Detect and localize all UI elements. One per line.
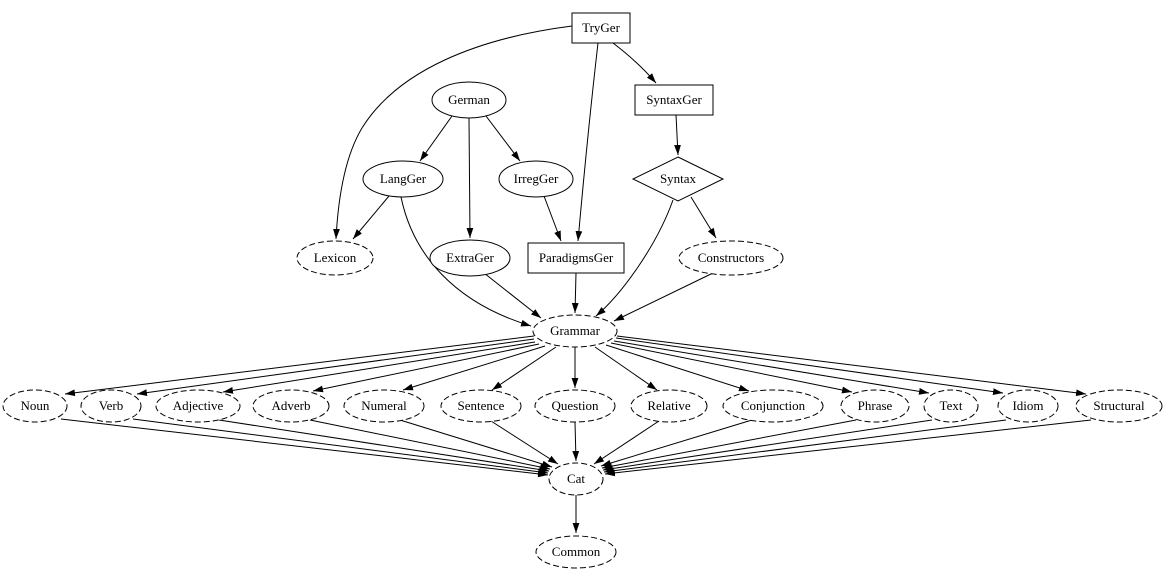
- node-sentence: Sentence: [440, 389, 522, 423]
- node-idiom: Idiom: [997, 389, 1059, 423]
- edge-extrager-grammar: [483, 272, 542, 319]
- node-phrase: Phrase: [840, 389, 910, 423]
- node-numeral-label: Numeral: [361, 398, 407, 413]
- edge-structural-cat: [604, 419, 1092, 477]
- node-structural-label: Structural: [1093, 398, 1145, 413]
- edge-german-extrager: [466, 117, 474, 239]
- node-numeral: Numeral: [343, 389, 425, 423]
- node-adverb: Adverb: [252, 389, 330, 423]
- edge-german-irregger: [485, 115, 521, 162]
- node-idiom-label: Idiom: [1012, 398, 1043, 413]
- node-extrager: ExtraGer: [429, 239, 511, 277]
- edge-question-cat: [572, 421, 580, 462]
- edge-grammar-structural: [616, 335, 1087, 397]
- edge-grammar-idiom: [615, 337, 1004, 395]
- node-relative: Relative: [630, 389, 708, 423]
- edge-irregger-paradigmsger: [543, 195, 562, 242]
- node-text: Text: [923, 389, 979, 423]
- edge-grammar-noun: [64, 335, 535, 397]
- nodes: TryGer German SyntaxGer LangGer IrregGer…: [2, 12, 1163, 569]
- node-constructors: Constructors: [678, 240, 784, 276]
- node-langger-label: LangGer: [380, 171, 427, 186]
- node-irregger: IrregGer: [498, 160, 574, 198]
- node-grammar-label: Grammar: [550, 323, 600, 338]
- edge-relative-cat: [593, 420, 660, 465]
- edge-grammar-relative: [594, 346, 658, 391]
- edge-german-langger: [419, 115, 453, 162]
- edge-tryger-lexicon: [333, 25, 573, 240]
- edge-idiom-cat: [603, 419, 1007, 475]
- edge-grammar-adverb: [312, 343, 540, 393]
- edge-syntax-constructors: [690, 196, 717, 239]
- node-syntax: Syntax: [631, 156, 725, 202]
- edge-grammar-text: [613, 340, 930, 395]
- edge-grammar-conjunction: [605, 344, 750, 392]
- node-phrase-label: Phrase: [858, 398, 893, 413]
- node-adjective: Adjective: [155, 389, 241, 423]
- node-constructors-label: Constructors: [698, 250, 764, 265]
- edge-noun-cat: [60, 418, 549, 478]
- node-question: Question: [534, 389, 616, 423]
- node-relative-label: Relative: [647, 398, 691, 413]
- edge-langger-lexicon: [352, 195, 390, 240]
- node-langger: LangGer: [362, 160, 444, 198]
- edge-numeral-cat: [399, 419, 553, 468]
- node-extrager-label: ExtraGer: [446, 250, 494, 265]
- node-tryger-label: TryGer: [582, 20, 620, 35]
- edge-syntaxger-syntax: [674, 114, 681, 156]
- edge-adjective-cat: [218, 419, 550, 473]
- node-common-label: Common: [552, 544, 601, 559]
- edge-paradigmsger-grammar: [571, 272, 579, 314]
- node-grammar: Grammar: [532, 314, 618, 348]
- edge-syntax-grammar: [595, 199, 674, 317]
- node-adverb-label: Adverb: [272, 398, 311, 413]
- node-lexicon: Lexicon: [296, 240, 374, 276]
- node-verb-label: Verb: [99, 398, 124, 413]
- edge-grammar-numeral: [402, 345, 546, 391]
- node-cat: Cat: [548, 462, 604, 496]
- edges: [60, 25, 1092, 533]
- node-sentence-label: Sentence: [458, 398, 505, 413]
- node-german: German: [431, 81, 507, 119]
- node-common: Common: [535, 535, 617, 569]
- edge-grammar-sentence: [491, 346, 557, 391]
- node-syntaxger: SyntaxGer: [634, 84, 714, 116]
- node-paradigmsger: ParadigmsGer: [527, 242, 625, 274]
- node-adjective-label: Adjective: [173, 398, 224, 413]
- node-cat-label: Cat: [567, 471, 585, 486]
- node-conjunction: Conjunction: [722, 389, 824, 423]
- node-german-label: German: [448, 92, 490, 107]
- node-noun-label: Noun: [21, 398, 50, 413]
- edge-tryger-syntaxger: [612, 42, 657, 84]
- node-lexicon-label: Lexicon: [314, 250, 357, 265]
- edge-text-cat: [602, 419, 933, 472]
- node-conjunction-label: Conjunction: [741, 398, 806, 413]
- edge-grammar-adjective: [222, 341, 536, 394]
- node-structural: Structural: [1075, 389, 1163, 423]
- edge-constructors-grammar: [613, 272, 714, 322]
- edge-verb-cat: [132, 418, 549, 476]
- edge-phrase-cat: [601, 419, 857, 470]
- node-irregger-label: IrregGer: [514, 171, 559, 186]
- edge-grammar-phrase: [610, 342, 853, 394]
- edge-tryger-paradigmsger: [575, 42, 599, 242]
- node-text-label: Text: [940, 398, 963, 413]
- edge-grammar-verb: [136, 338, 535, 396]
- edge-langger-grammar: [400, 196, 532, 327]
- node-tryger: TryGer: [571, 12, 631, 44]
- edge-conjunction-cat: [600, 419, 753, 467]
- node-syntaxger-label: SyntaxGer: [646, 92, 702, 107]
- edge-adverb-cat: [309, 419, 551, 471]
- node-question-label: Question: [552, 398, 599, 413]
- edge-sentence-cat: [490, 420, 559, 465]
- node-noun: Noun: [2, 389, 68, 423]
- node-paradigmsger-label: ParadigmsGer: [539, 250, 614, 265]
- node-verb: Verb: [80, 389, 142, 423]
- node-syntax-label: Syntax: [660, 171, 697, 186]
